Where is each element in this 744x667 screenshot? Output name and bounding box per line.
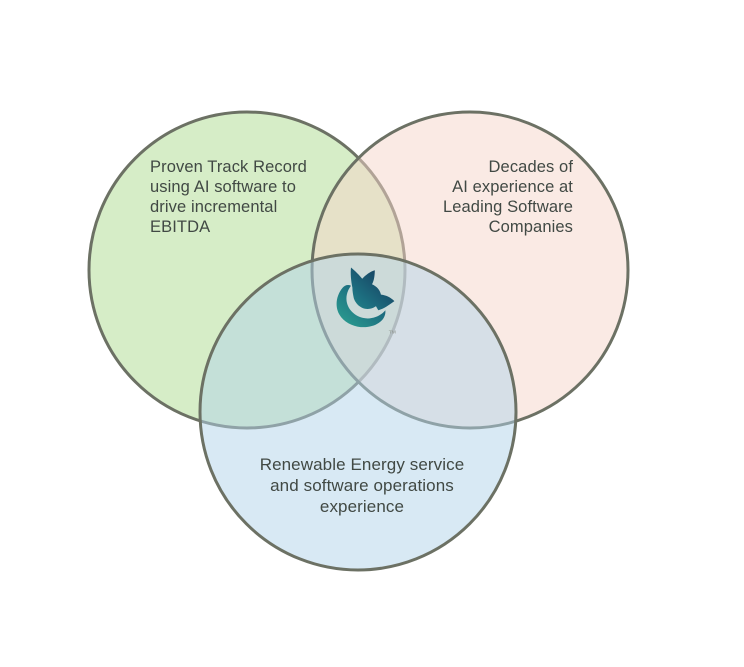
label-line: using AI software to xyxy=(150,178,296,196)
label-line: experience xyxy=(319,497,405,516)
fox-logo-head xyxy=(350,267,382,310)
label-line: and software operations xyxy=(270,476,454,495)
label-line: EBITDA xyxy=(150,218,211,236)
label-line: Leading Software xyxy=(442,198,573,216)
trademark-symbol: TM xyxy=(389,329,396,335)
label-proven-track-record: Proven Track Record using AI software to… xyxy=(150,157,328,237)
label-line: AI experience at xyxy=(452,178,573,196)
label-decades-of-ai-experience: Decades of AI experience at Leading Soft… xyxy=(424,157,573,237)
label-line: Renewable Energy service xyxy=(259,455,465,474)
label-renewable-energy-experience: Renewable Energy service and software op… xyxy=(230,454,494,517)
circle-renewable-energy-experience xyxy=(198,252,518,572)
label-line: drive incremental xyxy=(150,198,278,216)
label-line: Decades of xyxy=(488,158,573,176)
label-line: Proven Track Record xyxy=(150,158,307,176)
label-line: Companies xyxy=(488,218,573,236)
fox-logo: TM xyxy=(336,267,396,335)
fox-logo-tail xyxy=(336,285,386,328)
